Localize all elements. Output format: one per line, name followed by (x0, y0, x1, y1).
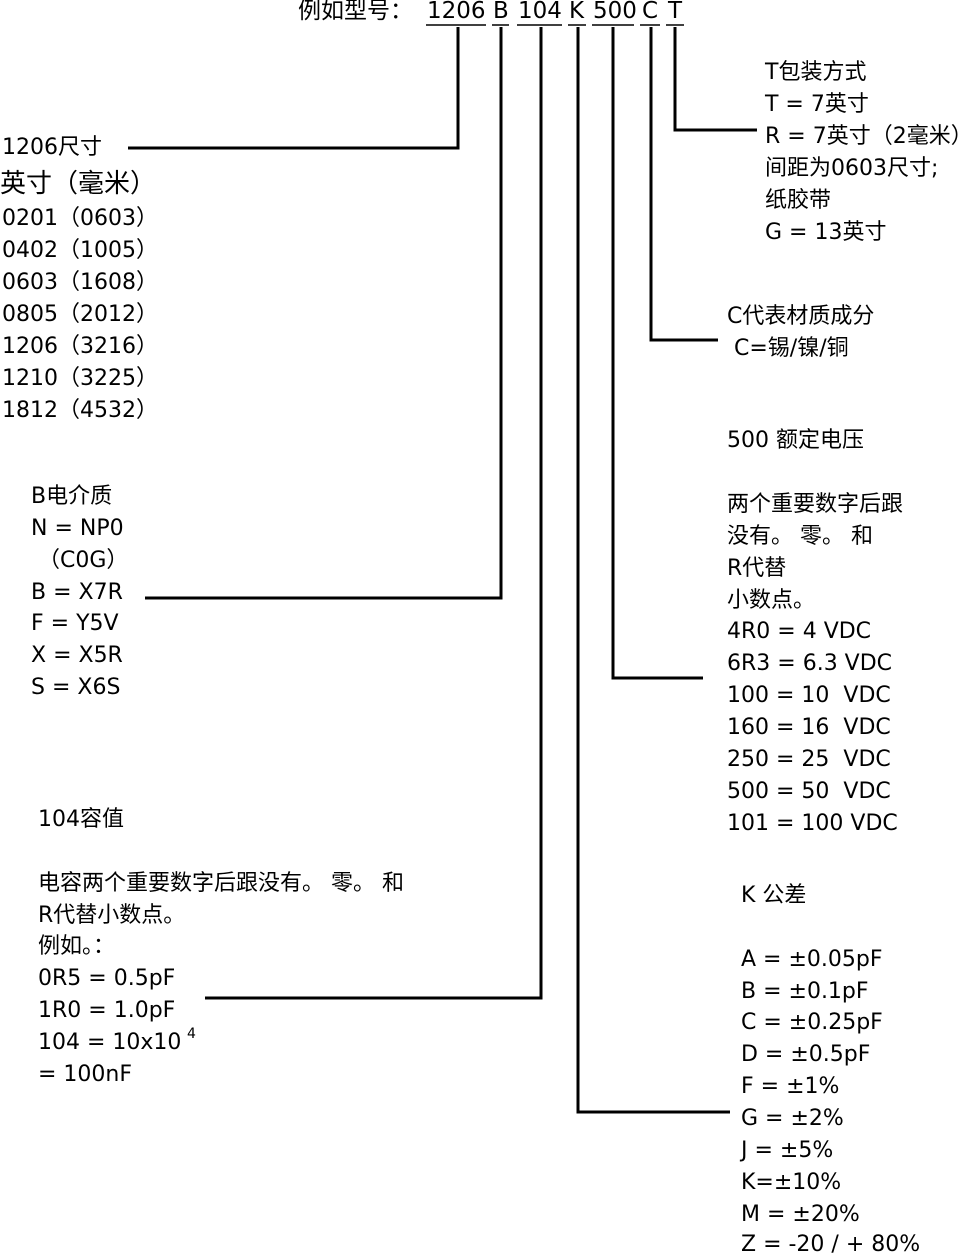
size-subtitle: 英寸（毫米） (0, 169, 157, 199)
voltage-line: 500 = 50 VDC (727, 779, 891, 804)
connector-tolerance (576, 27, 730, 1114)
voltage-line: 250 = 25 VDC (727, 747, 891, 772)
packaging-line: 间距为0603尺寸; (765, 156, 939, 181)
connector-material (649, 27, 718, 342)
voltage-desc: 没有。 零。 和 (727, 524, 873, 549)
capacitance-desc: 电容两个重要数字后跟没有。 零。 和 (38, 871, 404, 896)
tolerance-line: B = ±0.1pF (741, 979, 869, 1004)
dielectric-line: N = NP0 (31, 516, 124, 541)
tolerance-line: G = ±2% (741, 1106, 844, 1131)
code-voltage: 500 (593, 0, 637, 24)
capacitance-exponent: 4 (187, 1026, 196, 1042)
dielectric-line: F = Y5V (31, 611, 119, 636)
tolerance-line: J = ±5% (741, 1138, 834, 1163)
voltage-desc: 小数点。 (727, 588, 816, 613)
code-material: C (642, 0, 659, 24)
dielectric-line: B = X7R (31, 580, 123, 605)
capacitance-line: 1R0 = 1.0pF (38, 998, 176, 1023)
material-title: C代表材质成分 (727, 304, 875, 329)
code-packaging: T (668, 0, 683, 24)
packaging-title: T包装方式 (765, 60, 867, 85)
voltage-line: 101 = 100 VDC (727, 811, 898, 836)
connector-capacitance (205, 27, 543, 1000)
size-line: 1210（3225） (2, 366, 158, 391)
code-tolerance: K (569, 0, 585, 24)
code-size: 1206 (427, 0, 486, 24)
voltage-line: 160 = 16 VDC (727, 715, 891, 740)
size-line: 0201（0603） (2, 206, 158, 231)
header-prefix: 例如型号： (298, 0, 413, 24)
dielectric-line: （C0G） (31, 548, 129, 573)
tolerance-line: A = ±0.05pF (741, 947, 883, 972)
code-dielectric: B (493, 0, 509, 24)
capacitance-result: = 100nF (38, 1062, 133, 1087)
size-line: 0805（2012） (2, 302, 158, 327)
dielectric-title: B电介质 (31, 484, 113, 509)
capacitance-desc: 例如。： (38, 934, 116, 959)
voltage-line: 100 = 10 VDC (727, 683, 891, 708)
tolerance-line: F = ±1% (741, 1074, 840, 1099)
tolerance-line: M = ±20% (741, 1202, 860, 1227)
packaging-line: T = 7英寸 (765, 92, 869, 117)
size-line: 1812（4532） (2, 398, 158, 423)
connector-voltage (611, 27, 703, 680)
voltage-line: 6R3 = 6.3 VDC (727, 651, 893, 676)
connector-size (128, 27, 460, 150)
size-line: 0603（1608） (2, 270, 158, 295)
voltage-title: 500 额定电压 (727, 428, 864, 453)
dielectric-line: X = X5R (31, 643, 123, 668)
packaging-line: G = 13英寸 (765, 220, 887, 245)
capacitance-formula: 104 = 10x10 (38, 1030, 182, 1055)
connector-dielectric (145, 27, 503, 600)
tolerance-line: K=±10% (741, 1170, 842, 1195)
connector-packaging (673, 27, 757, 132)
dielectric-line: S = X6S (31, 675, 121, 700)
size-line: 0402（1005） (2, 238, 158, 263)
capacitance-desc: R代替小数点。 (38, 903, 186, 928)
packaging-line: R = 7英寸（2毫米） (765, 124, 973, 149)
capacitance-line: 0R5 = 0.5pF (38, 966, 176, 991)
tolerance-line: C = ±0.25pF (741, 1010, 883, 1035)
code-capacitance: 104 (518, 0, 562, 24)
size-title: 1206尺寸 (2, 135, 102, 160)
voltage-desc: 两个重要数字后跟 (727, 492, 904, 517)
capacitance-title: 104容值 (38, 807, 124, 832)
tolerance-title: K 公差 (741, 883, 807, 908)
packaging-line: 纸胶带 (765, 188, 832, 213)
voltage-line: 4R0 = 4 VDC (727, 619, 872, 644)
tolerance-line: Z = -20 / + 80% (741, 1232, 921, 1257)
material-line: C=锡/镍/铜 (727, 336, 849, 361)
voltage-desc: R代替 (727, 556, 787, 581)
tolerance-line: D = ±0.5pF (741, 1042, 871, 1067)
size-line: 1206（3216） (2, 334, 158, 359)
